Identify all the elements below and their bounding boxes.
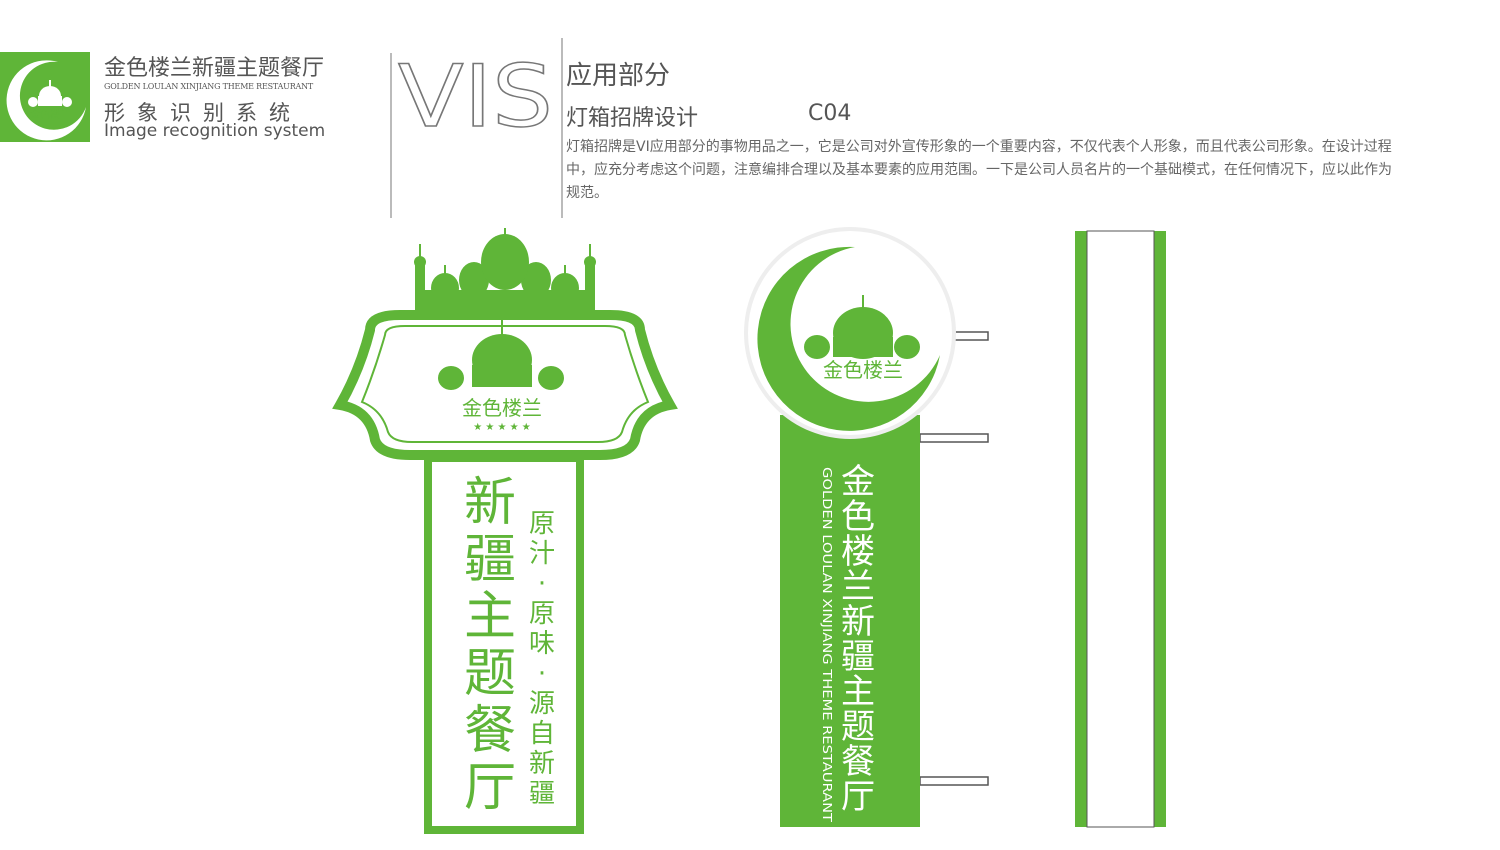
sign-left-slogan-char: 原 [529, 509, 555, 539]
mosque-icon [438, 320, 564, 390]
sign-right-side [1075, 230, 1166, 828]
sign-middle-vertical-text: 金色楼兰新疆主题餐厅 [841, 462, 875, 817]
brand-name-en: GOLDEN LOULAN XINJIANG THEME RESTAURANT [104, 82, 314, 91]
sign-middle: 金色楼兰 金色楼兰新疆主题餐厅 GOLDEN LOULAN XINJIANG T… [744, 227, 989, 827]
sign-left-logo-text: 金色楼兰 [462, 396, 542, 420]
sign-left-main-char: 厅 [464, 758, 516, 818]
brand-logo: 金色楼兰 [0, 52, 90, 142]
sign-middle-char: 楼 [841, 532, 875, 572]
vis-mark: VIS [390, 38, 563, 218]
sign-middle-logo-text: 金色楼兰 [823, 358, 903, 382]
vis-title-en: Image recognition system [104, 121, 326, 141]
sign-left-main-char: 主 [464, 587, 516, 647]
sign-left-main-char: 题 [464, 644, 516, 704]
sign-middle-char: 新 [841, 602, 875, 642]
sign-left-main-char: 疆 [464, 530, 516, 590]
crescent-mosque-icon: 金色楼兰 [6, 60, 86, 141]
sign-left-slogan-char: 汁 [529, 539, 555, 569]
description: 灯箱招牌是VI应用部分的事物用品之一，它是公司对外宣传形象的一个重要内容，不仅代… [566, 139, 1392, 201]
sign-left-slogan-char: 味 [529, 629, 555, 659]
stars-decoration: ★ ★ ★ ★ ★ [473, 422, 531, 433]
logo-text: 金色楼兰 [30, 108, 70, 121]
sign-middle-char: 疆 [841, 637, 875, 677]
mosque-icon [804, 295, 920, 359]
vis-title-cn: 形象识别系统 [104, 101, 302, 125]
sign-left-slogan-char: 原 [529, 599, 555, 629]
sign-left-slogan-char: 源 [529, 689, 555, 719]
mosque-top-icon [414, 228, 596, 315]
sign-middle-char: 主 [841, 672, 875, 712]
sign-middle-char: 厅 [841, 777, 875, 817]
vis-mark-text: VIS [398, 47, 553, 147]
sign-middle-char: 餐 [841, 742, 875, 782]
sign-left-main-text: 新疆主题餐厅 [464, 473, 516, 818]
sign-left-slogan-char: · [538, 569, 546, 599]
sign-middle-char: 金 [841, 462, 875, 502]
sign-left-slogan-char: 疆 [529, 779, 555, 809]
section-title: 应用部分 [566, 61, 671, 91]
sign-middle-char: 题 [841, 707, 875, 747]
sign-left-main-char: 新 [464, 473, 516, 533]
sign-left-slogan-char: 自 [529, 719, 555, 749]
brand-name-cn: 金色楼兰新疆主题餐厅 [104, 56, 325, 81]
sign-left-slogan-char: · [538, 659, 546, 689]
page-code: C04 [808, 101, 852, 126]
sign-left-main-char: 餐 [464, 701, 516, 761]
sign-left-slogan-char: 新 [529, 749, 555, 779]
sign-middle-char: 色 [841, 497, 875, 537]
sign-middle-char: 兰 [841, 567, 875, 607]
sign-middle-vertical-en: GOLDEN LOULAN XINJIANG THEME RESTAURANT [820, 467, 834, 823]
sub-title: 灯箱招牌设计 [566, 106, 699, 131]
